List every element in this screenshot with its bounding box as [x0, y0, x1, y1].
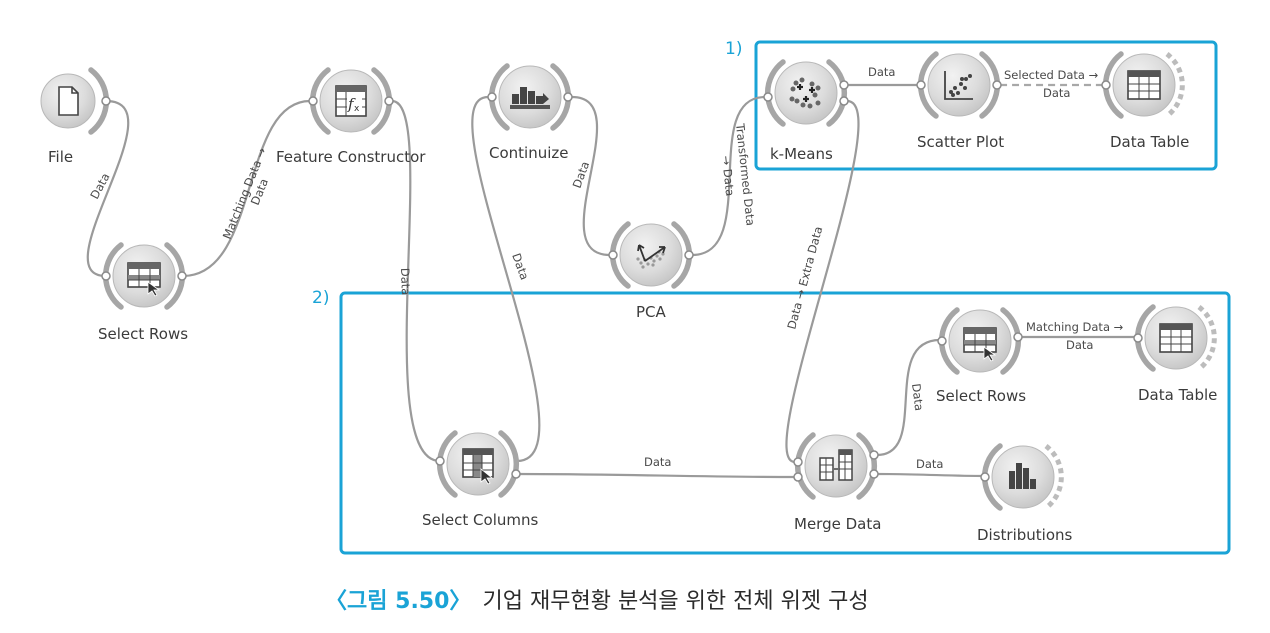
link-feature-constructor-select-columns[interactable]: [391, 99, 441, 463]
link-select-rows-feature-constructor[interactable]: [182, 99, 311, 278]
svg-text:x: x: [354, 104, 360, 114]
widget-file[interactable]: [40, 67, 111, 135]
select-rows-icon: [127, 262, 161, 297]
widget-k-means[interactable]: [763, 59, 849, 127]
widget-label-select-rows-2: Select Rows: [936, 387, 1026, 405]
widget-select-rows-2[interactable]: [937, 307, 1023, 375]
link-label-fc-select-columns: Data: [398, 268, 413, 296]
widget-label-feature-constructor: Feature Constructor: [276, 148, 426, 166]
figure-caption: 〈그림 5.50〉 기업 재무현황 분석을 위한 전체 위젯 구성: [325, 589, 869, 614]
widget-select-columns[interactable]: [435, 430, 521, 498]
group-label-1: 1): [725, 39, 742, 59]
widget-label-k-means: k-Means: [770, 145, 833, 163]
group-label-2: 2): [312, 288, 329, 308]
widget-label-distributions: Distributions: [977, 526, 1073, 544]
scatter-plot-icon: [944, 71, 973, 100]
table-icon: [1159, 323, 1193, 353]
function-table-icon: f x: [335, 85, 367, 117]
link-label-kmeans-scatter: Data: [868, 65, 895, 79]
figure-number: 〈그림 5.50〉: [325, 589, 471, 614]
link-label-select-columns-merge: Data: [644, 455, 671, 469]
link-label-merge-distributions: Data: [916, 457, 943, 471]
widget-label-file: File: [48, 148, 73, 166]
widget-label-data-table-2: Data Table: [1138, 386, 1217, 404]
bar-chart-icon: [1009, 463, 1036, 489]
group-box-1: [754, 40, 1218, 171]
link-merge-distributions[interactable]: [876, 472, 986, 478]
pca-icon: [636, 244, 666, 269]
link-continuize-select-columns[interactable]: [471, 95, 541, 463]
widget-label-scatter-plot: Scatter Plot: [917, 133, 1004, 151]
widget-pca[interactable]: [608, 221, 694, 289]
widget-label-data-table-1: Data Table: [1110, 133, 1189, 151]
widget-data-table-2[interactable]: [1133, 304, 1217, 372]
link-label-file-select-rows: Data: [87, 171, 112, 202]
widget-label-merge-data: Merge Data: [794, 515, 881, 533]
group-box-2: [339, 291, 1231, 555]
widget-continuize[interactable]: [487, 63, 573, 131]
select-rows-icon: [963, 327, 997, 362]
widget-merge-data[interactable]: [793, 432, 879, 500]
link-continuize-pca[interactable]: [571, 95, 611, 257]
widget-scatter-plot[interactable]: [916, 51, 1002, 119]
widget-feature-constructor[interactable]: f x: [308, 67, 394, 135]
widget-label-pca: PCA: [636, 303, 667, 321]
widget-data-table-1[interactable]: [1101, 51, 1185, 119]
link-label-merge-select-rows: Data: [909, 383, 926, 412]
continuize-icon: [510, 87, 550, 109]
svg-text:f: f: [347, 95, 356, 113]
link-label-pca-kmeans-1: Transformed Data: [733, 122, 758, 227]
link-kmeans-merge[interactable]: [785, 99, 860, 464]
widget-select-rows-1[interactable]: [101, 242, 187, 310]
merge-data-icon: [819, 449, 853, 481]
k-means-icon: [789, 77, 821, 109]
file-icon: [58, 86, 79, 116]
link-label-scatter-table-1: Selected Data →: [1004, 68, 1099, 82]
widget-distributions[interactable]: [980, 443, 1064, 511]
table-icon: [1127, 70, 1161, 100]
figure-caption-text: 기업 재무현황 분석을 위한 전체 위젯 구성: [483, 589, 869, 614]
link-file-select-rows[interactable]: [86, 99, 130, 278]
link-merge-select-rows[interactable]: [876, 338, 941, 457]
link-label-select-rows-table-2: Data: [1066, 338, 1093, 352]
widget-label-select-rows-1: Select Rows: [98, 325, 188, 343]
select-columns-icon: [462, 448, 494, 485]
link-label-continuize-select-columns: Data: [509, 251, 532, 282]
link-label-select-rows-table-1: Matching Data →: [1026, 320, 1124, 334]
link-label-kmeans-merge: Data → Extra Data: [784, 225, 825, 331]
link-label-scatter-table-2: Data: [1043, 86, 1070, 100]
link-pca-kmeans[interactable]: [691, 95, 766, 257]
link-select-columns-merge[interactable]: [516, 472, 796, 479]
link-label-pca-kmeans-2: → Data: [719, 155, 737, 197]
widget-label-continuize: Continuize: [489, 144, 569, 162]
widget-label-select-columns: Select Columns: [422, 511, 538, 529]
